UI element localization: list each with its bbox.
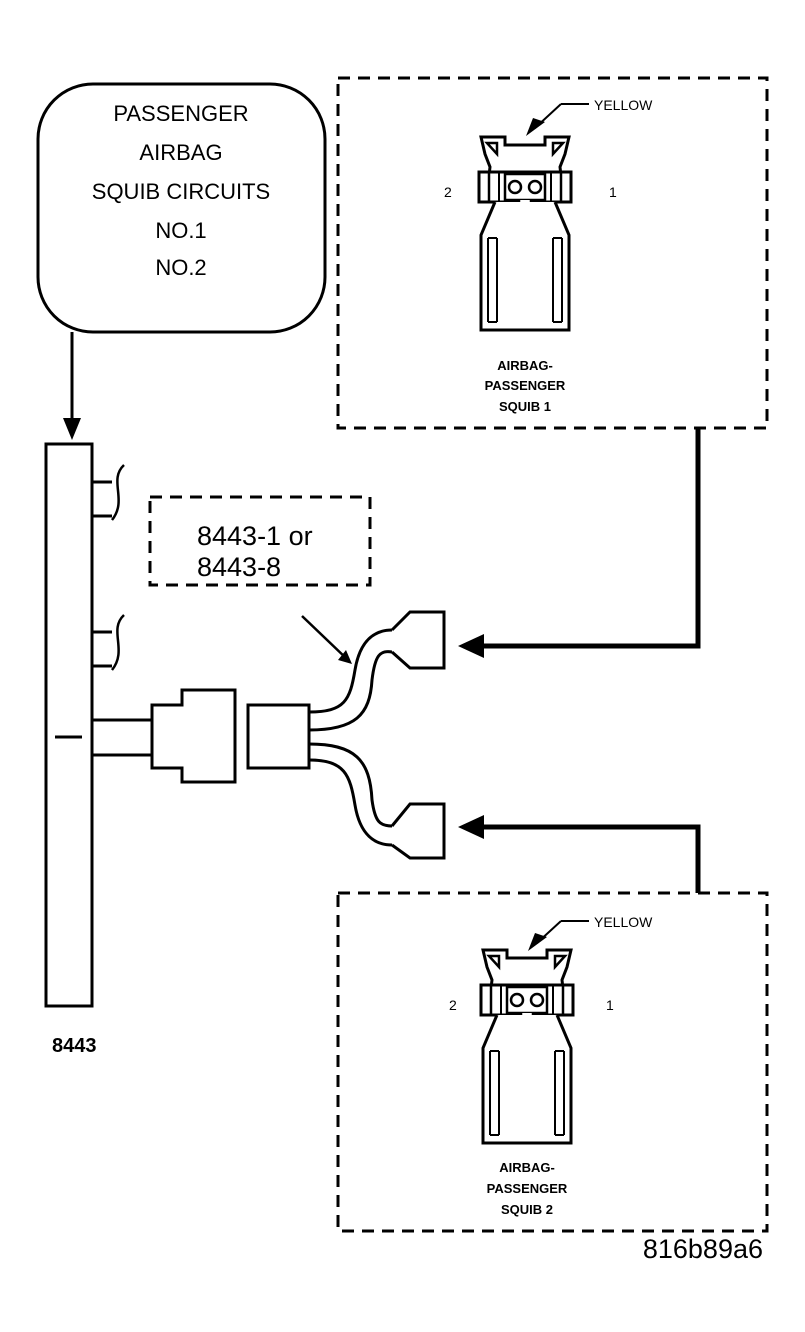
squib2-name-line-1: AIRBAG- xyxy=(499,1160,555,1175)
squib2-pin-left: 2 xyxy=(449,997,457,1013)
callout-line-5: NO.2 xyxy=(155,255,206,280)
callout-line-1: PASSENGER xyxy=(113,101,248,126)
tool-number-label: 8443 xyxy=(52,1035,97,1057)
squib2-arrow xyxy=(458,815,701,893)
squib1-name-line-3: SQUIB 1 xyxy=(499,399,551,414)
callout-line-2: AIRBAG xyxy=(139,140,222,165)
callout-line-4: NO.1 xyxy=(155,218,206,243)
adapter-label-box: 8443-1 or 8443-8 xyxy=(148,495,372,664)
squib1-name-line-1: AIRBAG- xyxy=(497,358,553,373)
adapter-y-harness xyxy=(308,610,446,860)
tool-8443-body xyxy=(44,442,152,1008)
figure-id: 816b89a6 xyxy=(643,1234,763,1264)
adapter-label-line-1: 8443-1 or xyxy=(197,521,313,551)
squib2-panel: YELLOW 2 1 AIRBAG- PASSENGER SQUIB 2 xyxy=(336,891,769,1233)
adapter-connector-female xyxy=(246,703,311,770)
squib1-color-label: YELLOW xyxy=(594,97,653,113)
tool-connector-male xyxy=(150,688,237,784)
adapter-label-line-2: 8443-8 xyxy=(197,552,281,582)
squib1-arrow xyxy=(458,428,701,658)
squib2-color-label: YELLOW xyxy=(594,914,653,930)
squib1-pin-left: 2 xyxy=(444,184,452,200)
callout-line-3: SQUIB CIRCUITS xyxy=(92,179,270,204)
squib2-pin-right: 1 xyxy=(606,997,614,1013)
squib2-name-line-2: PASSENGER xyxy=(487,1181,568,1196)
squib1-pin-right: 1 xyxy=(609,184,617,200)
squib2-name-line-3: SQUIB 2 xyxy=(501,1202,553,1217)
callout-arrow xyxy=(63,332,81,440)
squib1-name-line-2: PASSENGER xyxy=(485,378,566,393)
squib1-panel: YELLOW 2 1 AIRBAG- PASSENGER SQUIB 1 xyxy=(336,76,769,430)
circuit-callout: PASSENGER AIRBAG SQUIB CIRCUITS NO.1 NO.… xyxy=(36,82,327,334)
